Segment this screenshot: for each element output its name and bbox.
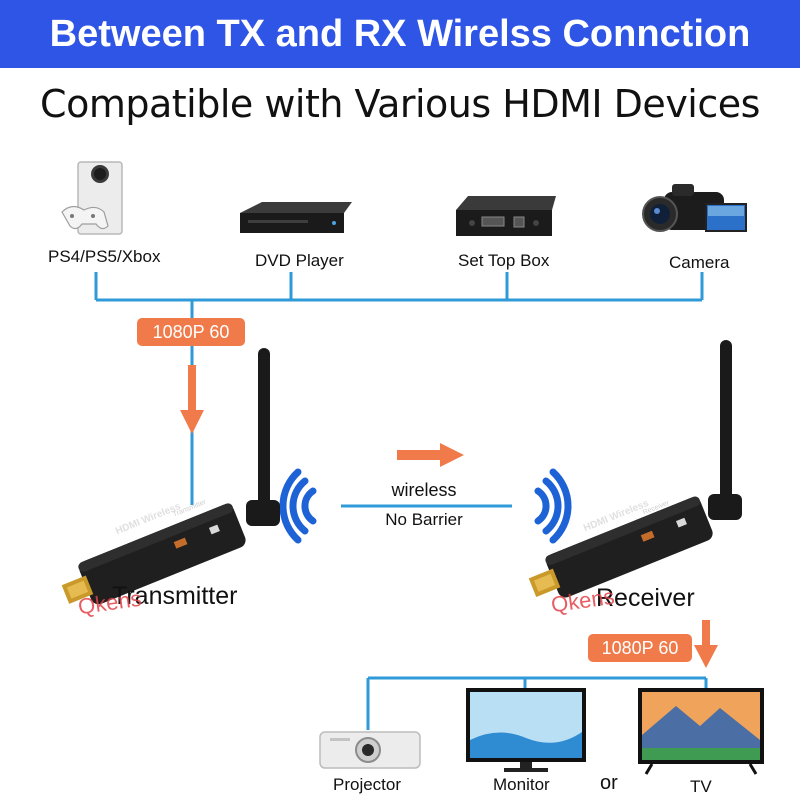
camcorder-icon — [642, 184, 747, 232]
output-resolution-badge: 1080P 60 — [588, 634, 692, 662]
receiver-label: Receiver — [596, 584, 695, 612]
title-banner — [0, 0, 800, 68]
wifi-signal-right-icon — [534, 468, 572, 544]
set-top-box-icon — [456, 196, 556, 236]
or-label: or — [600, 772, 618, 794]
output-label-tv: TV — [690, 777, 712, 796]
transmitter-label: Transmitter — [112, 582, 238, 610]
source-label-camera: Camera — [669, 253, 730, 272]
receiver-device-icon — [528, 340, 742, 598]
wifi-signal-left-icon — [279, 468, 317, 544]
page-title: Between TX and RX Wirelss Connction — [49, 13, 751, 55]
dvd-player-icon — [240, 202, 352, 233]
input-resolution-badge: 1080P 60 — [137, 318, 245, 346]
source-label-dvd: DVD Player — [255, 251, 344, 270]
projector-icon — [319, 731, 421, 769]
no-barrier-label: No Barrier — [385, 510, 463, 529]
down-arrow-output — [694, 620, 718, 668]
source-label-stb: Set Top Box — [458, 251, 550, 270]
down-arrow-input — [180, 365, 204, 434]
output-bus-lines — [341, 504, 708, 730]
source-bus-lines — [94, 272, 704, 505]
tv-icon — [638, 688, 764, 775]
game-console-icon — [61, 161, 123, 235]
source-label-console: PS4/PS5/Xbox — [48, 247, 161, 266]
monitor-icon — [466, 688, 586, 772]
output-label-monitor: Monitor — [493, 775, 550, 794]
output-label-projector: Projector — [333, 775, 402, 794]
page-subtitle: Compatible with Various HDMI Devices — [40, 82, 760, 126]
transmitter-device-icon — [61, 348, 280, 605]
right-arrow-wireless — [397, 443, 464, 467]
wireless-label: wireless — [391, 480, 457, 500]
